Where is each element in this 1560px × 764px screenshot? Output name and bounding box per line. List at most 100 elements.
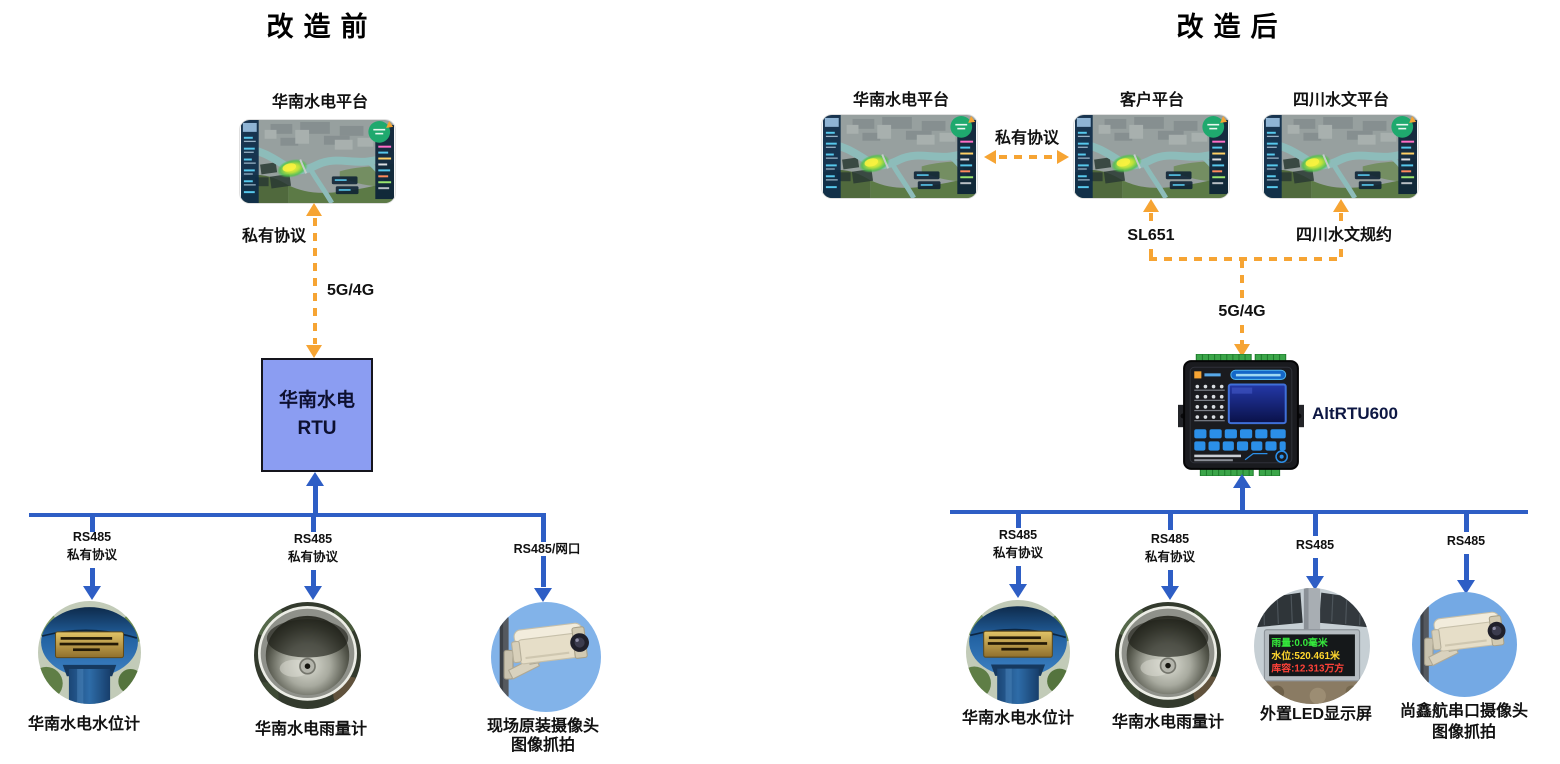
led-line-capacity: 库容:12.313万方 <box>1271 662 1344 675</box>
altrtu600-device-photo <box>1178 354 1304 476</box>
after-platform1-label: 华南水电平台 <box>852 92 950 109</box>
after-led-display-photo: 雨量:0.0毫米 水位:520.461米 库容:12.313万方 <box>1254 588 1370 704</box>
led-line-water-level: 水位:520.461米 <box>1271 649 1340 662</box>
after-conn4-shaft <box>1464 554 1469 580</box>
after-network-link-lower <box>1240 325 1244 345</box>
after-device2-caption: 华南水电雨量计 <box>1111 714 1225 731</box>
after-p2-link-lower <box>1149 249 1153 259</box>
before-conn2-line1: RS485 <box>293 532 333 546</box>
before-platform-screenshot <box>240 120 395 203</box>
after-conn2-stub <box>1168 510 1173 530</box>
after-conn4-line1: RS485 <box>1446 534 1486 548</box>
before-bus-line <box>29 513 546 517</box>
before-conn2-stub <box>311 513 316 532</box>
arrowhead-up-icon <box>306 472 324 486</box>
before-protocol-label: 私有协议 <box>242 228 307 245</box>
after-rtu-bus-arrow <box>1240 486 1245 512</box>
after-platform1-screenshot <box>822 115 977 198</box>
arrowhead-right-icon <box>1057 150 1069 164</box>
before-device1-caption: 华南水电水位计 <box>27 716 141 733</box>
after-water-level-gauge-photo <box>966 600 1070 704</box>
after-conn3-stub <box>1313 510 1318 536</box>
after-device4-caption-line1: 尚鑫航串口摄像头 <box>1399 703 1529 720</box>
arrowhead-down-icon <box>1457 580 1475 594</box>
after-conn2-line2: 私有协议 <box>1144 550 1196 564</box>
after-conn1-line1: RS485 <box>998 528 1038 542</box>
after-conn3-shaft <box>1313 558 1318 576</box>
before-rtu-name-line1: 华南水电 <box>278 389 355 411</box>
arrowhead-up-icon <box>306 203 322 216</box>
after-device4-caption-line2: 图像抓拍 <box>1431 724 1497 741</box>
before-device3-caption-line2: 图像抓拍 <box>510 737 576 754</box>
map-dashboard-icon <box>1074 115 1229 198</box>
after-conn2-shaft <box>1168 570 1173 586</box>
map-dashboard-icon <box>1263 115 1418 198</box>
arrowhead-left-icon <box>984 150 996 164</box>
after-link-connector <box>1149 257 1343 261</box>
after-title: 改造后 <box>1176 12 1288 42</box>
before-rtu-name-line2: RTU <box>297 418 337 439</box>
after-p3-link-lower <box>1339 249 1343 259</box>
before-rain-gauge-photo <box>254 602 361 709</box>
led-line-rainfall: 雨量:0.0毫米 <box>1271 636 1327 649</box>
before-rtu-box: 华南水电 RTU <box>261 358 373 472</box>
arrowhead-up-icon <box>1233 474 1251 488</box>
arrowhead-down-icon <box>83 586 101 600</box>
after-platform3-screenshot <box>1263 115 1418 198</box>
after-p2-link-upper <box>1149 213 1153 225</box>
before-water-level-gauge-photo <box>38 601 141 704</box>
before-conn2-shaft <box>311 570 316 588</box>
water-level-gauge-icon <box>966 600 1070 704</box>
after-device1-caption: 华南水电水位计 <box>961 710 1075 727</box>
after-rain-gauge-photo <box>1115 602 1221 708</box>
before-device2-caption: 华南水电雨量计 <box>254 721 368 738</box>
before-network-label: 5G/4G <box>327 282 375 299</box>
after-device3-caption: 外置LED显示屏 <box>1259 706 1373 723</box>
before-conn1-line2: 私有协议 <box>66 548 118 562</box>
after-rtu-label: AltRTU600 <box>1312 404 1398 423</box>
before-platform-rtu-link <box>313 218 317 344</box>
before-title: 改造前 <box>266 12 378 42</box>
rain-gauge-icon <box>1115 602 1221 708</box>
after-conn1-stub <box>1016 510 1021 528</box>
rain-gauge-icon <box>254 602 361 709</box>
after-platform2-screenshot <box>1074 115 1229 198</box>
before-conn3-line1: RS485/网口 <box>509 542 585 557</box>
before-rtu-bus-arrow <box>313 484 318 513</box>
before-device3-caption-line1: 现场原装摄像头 <box>486 718 600 735</box>
after-camera-photo <box>1412 592 1517 697</box>
led-display-icon: 雨量:0.0毫米 水位:520.461米 库容:12.313万方 <box>1254 588 1370 704</box>
map-dashboard-icon <box>240 120 395 203</box>
after-p1p2-protocol-label: 私有协议 <box>994 130 1060 147</box>
before-conn1-shaft <box>90 568 95 588</box>
cctv-camera-icon <box>491 602 601 712</box>
before-camera-photo <box>491 602 601 712</box>
after-p3-link-upper <box>1339 213 1343 225</box>
after-conn1-line2: 私有协议 <box>992 546 1044 560</box>
arrowhead-up-icon <box>1143 199 1159 212</box>
water-level-gauge-icon <box>38 601 141 704</box>
arrowhead-down-icon <box>1009 584 1027 598</box>
before-conn2-line2: 私有协议 <box>287 550 339 564</box>
before-platform-label: 华南水电平台 <box>271 94 369 111</box>
after-p1p2-link <box>999 155 1054 159</box>
arrowhead-down-icon <box>534 588 552 602</box>
arrowhead-down-icon <box>306 345 322 358</box>
after-conn1-shaft <box>1016 566 1021 584</box>
after-bus-line <box>950 510 1528 514</box>
before-conn1-stub <box>90 513 95 532</box>
cctv-camera-icon <box>1412 592 1517 697</box>
before-conn1-line1: RS485 <box>72 530 112 544</box>
after-conn4-stub <box>1464 510 1469 532</box>
after-platform2-label: 客户平台 <box>1119 92 1185 109</box>
after-p3-protocol-label: 四川水文规约 <box>1291 227 1397 246</box>
after-platform3-label: 四川水文平台 <box>1292 92 1390 109</box>
after-p2-protocol-label: SL651 <box>1123 227 1179 246</box>
arrowhead-up-icon <box>1333 199 1349 212</box>
arrowhead-down-icon <box>1306 576 1324 590</box>
arrowhead-down-icon <box>304 586 322 600</box>
map-dashboard-icon <box>822 115 977 198</box>
after-conn2-line1: RS485 <box>1150 532 1190 546</box>
after-network-link-upper <box>1240 260 1244 300</box>
